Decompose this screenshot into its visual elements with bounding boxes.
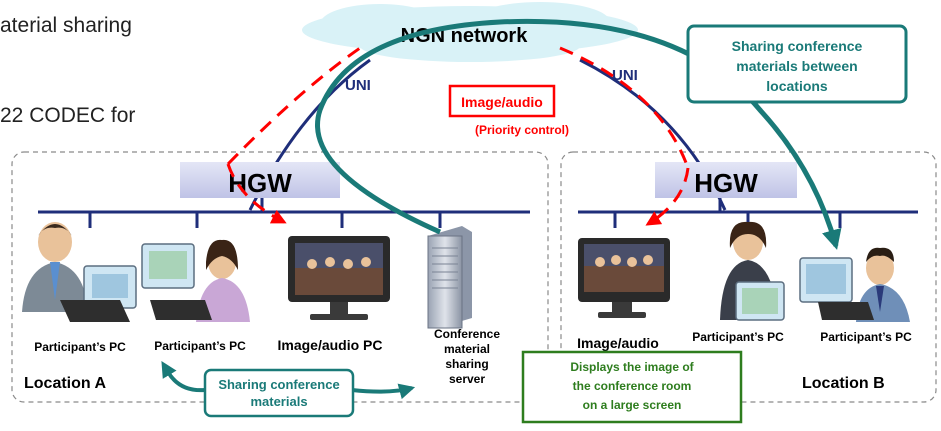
- svg-text:material: material: [444, 342, 490, 356]
- display-line-3: on a large screen: [583, 398, 682, 412]
- image-audio-box-label: Image/audio: [461, 94, 543, 110]
- location-b-label: Location B: [802, 375, 885, 392]
- hgw-label-a: HGW: [228, 168, 292, 198]
- sharing-between-box: [686, 24, 908, 104]
- image-audio-arrow-b: [645, 167, 690, 226]
- location-b-box: [560, 151, 937, 403]
- intro-line-1: aterial sharing: [0, 14, 132, 37]
- sharing-between-locations-arrow: [315, 18, 842, 250]
- participant-a2-label: Participant’s PC: [154, 339, 246, 353]
- display-line-2: the conference room: [573, 379, 692, 393]
- image-audio-b-illustration: [578, 238, 670, 318]
- hgw-box-b: [655, 162, 797, 198]
- participant-a1-illustration: [22, 222, 137, 322]
- sharing-materials-box: [203, 368, 355, 418]
- participant-b2-label: Participant’s PC: [820, 330, 912, 344]
- sharing-materials-line-2: materials: [250, 394, 307, 409]
- image-audio-path-up-a: [226, 46, 361, 166]
- participant-b2-illustration: [799, 247, 910, 322]
- conference-server-illustration: [427, 226, 472, 329]
- image-audio-box: [448, 84, 556, 118]
- hgw-box-a: [180, 162, 340, 198]
- svg-text:Conference: Conference: [434, 327, 500, 341]
- sharing-between-line-3: locations: [766, 78, 828, 94]
- display-line-1: Displays the image of: [570, 360, 694, 374]
- image-audio-pc-label: Image/audio PC: [277, 337, 382, 353]
- sharing-between-line-2: materials between: [736, 58, 857, 74]
- server-label: Conference material sharing server: [434, 327, 500, 386]
- sharing-materials-line-1: Sharing conference: [218, 377, 339, 392]
- priority-control-label: (Priority control): [475, 123, 569, 137]
- image-audio-b-label: Image/audio: [577, 335, 659, 351]
- image-audio-path-up-b: [559, 46, 690, 169]
- sharing-between-line-1: Sharing conference: [732, 38, 863, 54]
- uni-label-left: UNI: [345, 77, 371, 94]
- participant-b1-label: Participant’s PC: [692, 330, 784, 344]
- sharing-arrow-right: [351, 383, 416, 400]
- sharing-arrow-left: [161, 361, 206, 393]
- location-a-box: [11, 151, 549, 403]
- uni-label-right: UNI: [612, 67, 638, 84]
- image-audio-pc-illustration: [288, 236, 390, 320]
- hgw-label-b: HGW: [694, 168, 758, 198]
- image-audio-arrow-a: [226, 163, 287, 224]
- participant-b1-illustration: [720, 221, 785, 321]
- participant-a1-label: Participant’s PC: [34, 340, 126, 354]
- intro-line-2: 22 CODEC for: [0, 104, 135, 127]
- lan-bus-a: [38, 196, 530, 228]
- location-a-label: Location A: [24, 375, 107, 392]
- display-image-box: [521, 350, 743, 424]
- svg-text:sharing: sharing: [445, 357, 488, 371]
- svg-text:server: server: [449, 372, 485, 386]
- participant-a2-illustration: [141, 239, 250, 322]
